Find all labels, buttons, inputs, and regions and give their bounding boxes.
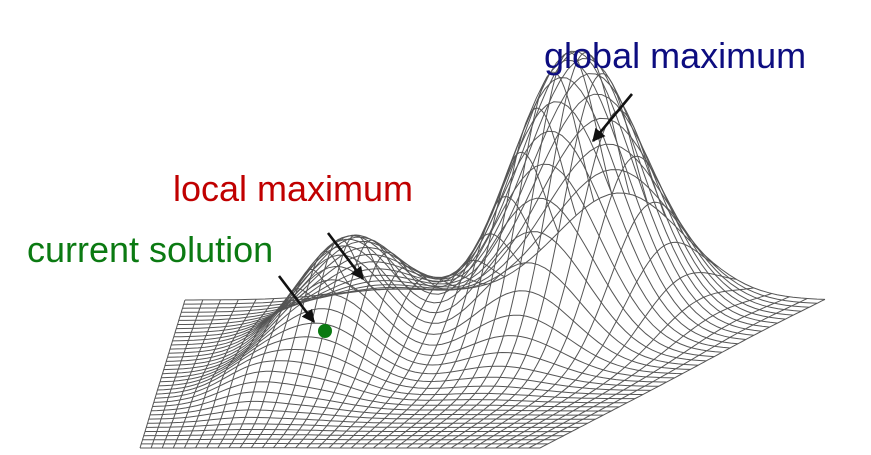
mesh-line-v xyxy=(272,234,399,449)
mesh-line-v xyxy=(361,196,542,449)
global-maximum-arrow xyxy=(591,93,634,143)
mesh-line-v xyxy=(495,287,754,449)
mesh-line-v xyxy=(284,239,417,449)
mesh-line-v xyxy=(161,299,222,449)
mesh-line-v xyxy=(539,298,826,449)
mesh-line-v xyxy=(428,73,648,449)
mesh-line-v xyxy=(450,155,684,449)
mesh-line-v xyxy=(150,299,204,449)
mesh-line-v xyxy=(250,250,363,449)
mesh-lines xyxy=(139,50,826,449)
mesh-line-v xyxy=(528,298,808,449)
local-maximum-label: local maximum xyxy=(173,168,414,209)
mesh-line-v xyxy=(217,295,310,449)
current-solution-label: current solution xyxy=(27,229,274,270)
mesh-line-u xyxy=(185,192,826,301)
mesh-line-v xyxy=(350,233,524,449)
mesh-line-v xyxy=(517,296,790,449)
current-solution-arrow xyxy=(277,275,316,324)
mesh-line-v xyxy=(317,276,470,449)
mesh-line-v xyxy=(395,71,595,449)
local-maximum-arrow xyxy=(326,232,365,281)
mesh-line-v xyxy=(372,151,559,449)
mesh-line-v xyxy=(439,110,666,449)
mesh-line-v xyxy=(206,297,293,449)
mesh-line-v xyxy=(183,299,257,449)
mesh-line-v xyxy=(506,293,772,449)
mesh-line-v xyxy=(195,298,275,449)
mesh-line-v xyxy=(417,52,630,449)
mesh-line-u xyxy=(154,360,635,400)
mesh-line-v xyxy=(172,299,239,449)
mesh-line-v xyxy=(484,272,737,449)
global-maximum-label: global maximum xyxy=(544,35,807,76)
mesh-line-v xyxy=(228,288,328,449)
current-solution-point xyxy=(318,324,332,338)
mesh-line-v xyxy=(239,268,346,449)
mesh-line-v xyxy=(384,107,577,449)
mesh-line-v xyxy=(461,201,701,449)
mesh-line-v xyxy=(339,259,506,449)
mesh-line-v xyxy=(306,266,452,449)
mesh-line-v xyxy=(295,251,434,449)
mesh-line-v xyxy=(328,274,488,449)
mesh-line-v xyxy=(139,299,186,449)
mesh-line-v xyxy=(473,241,719,449)
